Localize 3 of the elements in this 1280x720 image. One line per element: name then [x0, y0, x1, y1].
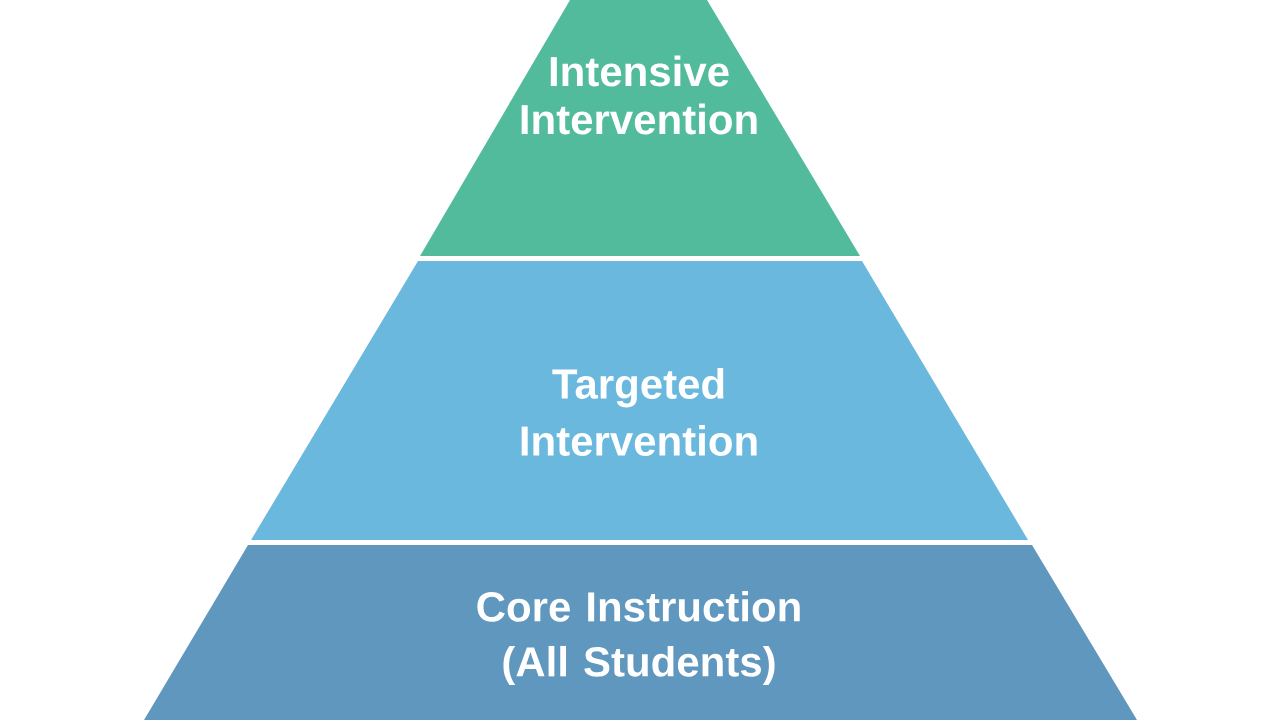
- pyramid-tier: Intensive Intervention: [420, 0, 860, 256]
- pyramid-tier: Targeted Intervention: [251, 261, 1028, 540]
- pyramid-tier: Core Instruction (All Students): [144, 545, 1137, 720]
